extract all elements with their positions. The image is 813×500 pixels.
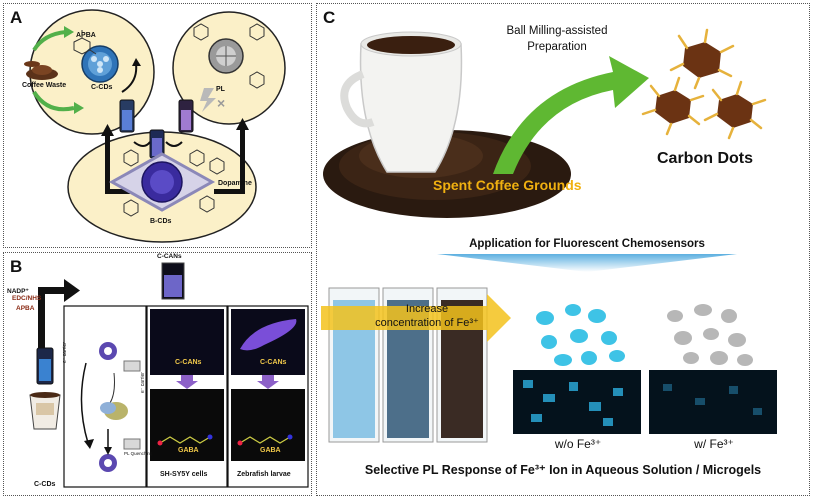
reaction-scheme <box>80 342 141 472</box>
panel-b-illustration <box>29 262 309 488</box>
gaba-image-right <box>231 389 305 461</box>
c-cds-b-label: C-CDs <box>34 481 56 488</box>
spent-coffee-label: Spent Coffee Grounds <box>433 177 582 193</box>
c-cans-image-top <box>150 309 224 375</box>
nadp-label: NADP⁺ <box>7 288 29 295</box>
carbon-dot-2 <box>641 76 705 136</box>
panel-c-illustration <box>321 28 777 443</box>
apba-b-label: APBA <box>16 305 35 312</box>
green-cycle-arrow <box>32 90 75 112</box>
carbon-dot-1 <box>669 28 735 90</box>
e-carrier-left-label: e⁻ carrier <box>62 342 68 363</box>
e-carrier-right-label: e⁻ carrier <box>140 372 146 393</box>
arrow-left-down <box>101 124 130 194</box>
panel-c: C <box>316 3 810 496</box>
sh-sy5y-label: SH-SY5Y cells <box>160 471 208 478</box>
green-arrow <box>493 56 649 174</box>
svg-text:×: × <box>217 95 225 111</box>
panel-a: A <box>3 3 312 248</box>
w-fe-label: w/ Fe³⁺ <box>694 437 734 451</box>
arrow-right-up <box>214 118 249 194</box>
cyan-microgels <box>536 304 625 366</box>
selective-response-label: Selective PL Response of Fe³⁺ Ion in Aqu… <box>364 463 762 477</box>
c-cd-particle <box>81 45 119 83</box>
edc-nhs-label: EDC/NHS <box>12 295 42 302</box>
coffee-cup-icon <box>340 31 463 173</box>
wo-fe-image <box>513 370 641 434</box>
application-label: Application for Fluorescent Chemosensors <box>469 238 705 250</box>
ball-milling-label: Ball Milling-assisted Preparation <box>506 25 608 53</box>
carbon-dots-label: Carbon Dots <box>657 150 753 167</box>
c-cans-mid-label: C-CANs <box>175 359 202 366</box>
carbon-dot-3 <box>703 80 767 140</box>
pl-particle <box>208 38 244 74</box>
dopamine-label: Dopamine <box>218 180 252 187</box>
panel-c-label: C <box>323 8 336 27</box>
wo-fe-label: w/o Fe³⁺ <box>554 437 602 451</box>
coffee-waste-label: Coffee Waste <box>22 82 67 89</box>
zebrafish-label: Zebrafish larvae <box>237 471 291 478</box>
b-cds-label: B-CDs <box>150 218 172 225</box>
large-bent-arrow <box>38 279 80 353</box>
panel-a-illustration: × <box>24 9 286 243</box>
quenching-label: PL Quenching <box>124 451 153 456</box>
panel-a-label: A <box>10 8 23 27</box>
coffee-waste-icon <box>24 61 58 80</box>
application-beam <box>437 254 737 272</box>
gaba-mid-label: GABA <box>178 447 199 454</box>
c-cans-right-label: C-CANs <box>260 359 287 366</box>
panel-b-label: B <box>10 257 23 276</box>
pl-label: PL <box>216 86 225 93</box>
gray-microgels <box>667 304 753 366</box>
increase-concentration-label: Increase concentration of Fe³⁺ <box>375 303 479 330</box>
apba-label: APBA <box>76 32 96 39</box>
w-fe-image <box>649 370 777 434</box>
c-cds-label: C-CDs <box>91 84 113 91</box>
gaba-right-label: GABA <box>260 447 281 454</box>
lightning-icon <box>200 88 216 112</box>
panel-b: B <box>3 252 312 496</box>
concentration-arrow <box>321 294 511 342</box>
c-cans-top-label: C-CANs <box>157 253 182 260</box>
apba-molecule <box>73 30 97 55</box>
gaba-image-mid <box>150 389 224 461</box>
